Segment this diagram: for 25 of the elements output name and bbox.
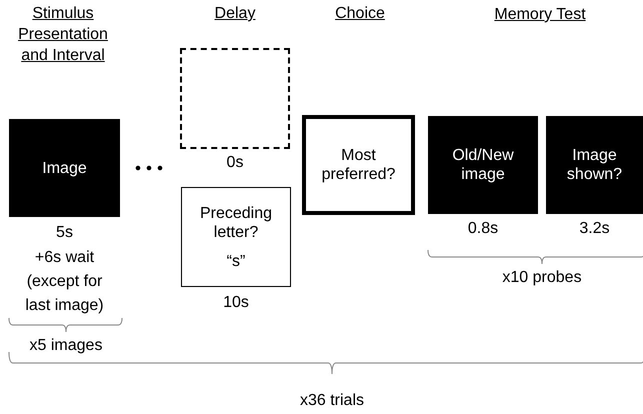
- duration-label: 3.2s: [578, 219, 611, 239]
- duration-label: 0.8s: [466, 219, 500, 239]
- box-text: Old/New image: [451, 146, 515, 184]
- screen-box: [546, 116, 643, 214]
- question-box: [181, 187, 291, 287]
- box-text: Most preferred?: [320, 146, 396, 184]
- screen-box: [9, 119, 120, 217]
- duration-label: 5s: [55, 223, 74, 243]
- example-answer: “s”: [226, 252, 246, 270]
- duration-label: +6s wait (except for last image): [24, 248, 105, 316]
- repeat-label: x36 trials: [298, 391, 366, 411]
- box-text: Preceding letter?: [198, 204, 274, 242]
- section-heading: Memory Test: [493, 5, 587, 25]
- box-text: Image shown?: [566, 146, 624, 184]
- repeat-label: x5 images: [28, 336, 104, 356]
- box-text: Image: [42, 158, 87, 178]
- duration-label: 0s: [226, 153, 244, 173]
- screen-box: [428, 116, 538, 214]
- placeholder-box: [180, 48, 290, 149]
- section-heading: Choice: [334, 4, 386, 24]
- duration-label: 10s: [222, 293, 250, 313]
- section-heading: Delay: [214, 4, 256, 24]
- repeat-label: x10 probes: [501, 268, 583, 288]
- question-box: [302, 115, 415, 215]
- section-heading: Stimulus Presentation and Interval: [17, 4, 109, 66]
